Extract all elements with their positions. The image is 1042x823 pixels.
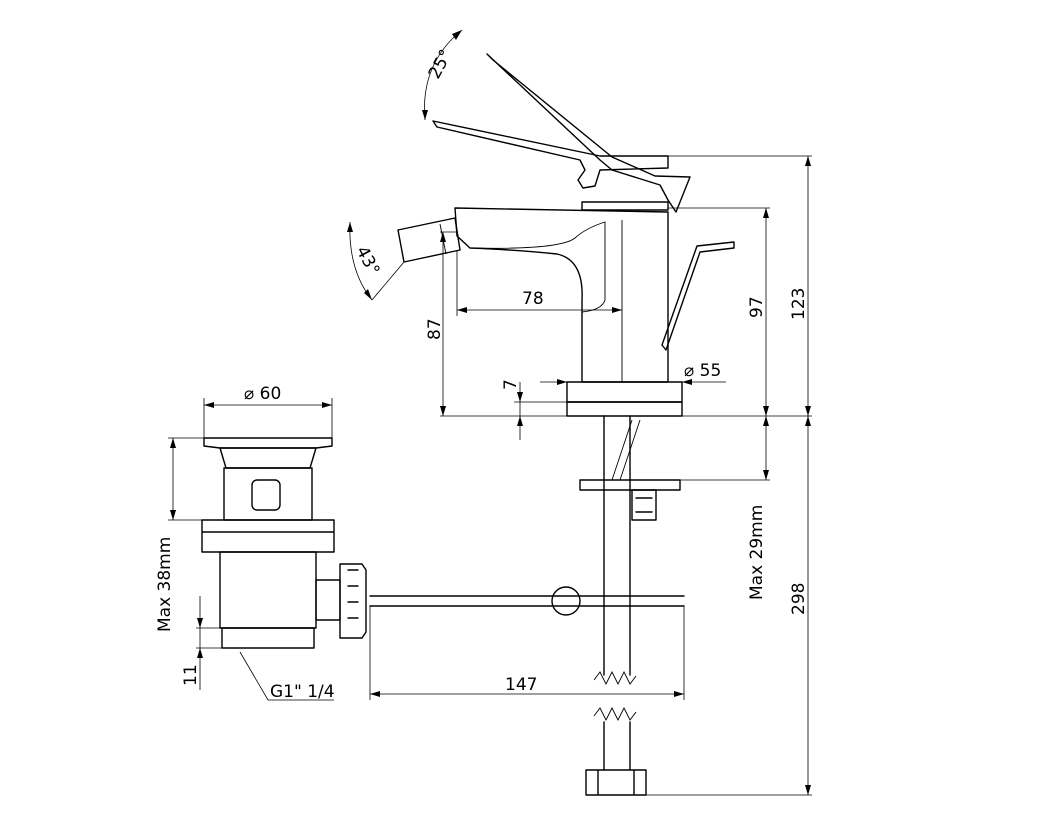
arrow-7-top	[517, 392, 523, 402]
arrow-43-bottom	[364, 289, 372, 300]
lift-rod	[661, 241, 735, 351]
break-line-bottom	[593, 706, 637, 722]
label-deck-thickness: Max 29mm	[747, 505, 767, 600]
arrow-298-top	[805, 416, 811, 426]
label-thread-length: 11	[181, 664, 201, 686]
arrow-55-right	[682, 379, 692, 385]
dimension-labels: 25° 43° 78 87 97 123 ⌀ 55 7 ⌀ 60 Max 38m…	[155, 46, 809, 702]
arrow-123-top	[805, 156, 811, 166]
arrow-29-top	[763, 416, 769, 426]
spout-curve	[469, 221, 606, 313]
arrow-38-top	[170, 438, 176, 448]
dim-ext-spout	[371, 261, 405, 301]
lever-closed	[432, 120, 669, 189]
label-body-height: 97	[747, 296, 767, 318]
waste-group	[201, 437, 367, 649]
arrow-7-bottom	[517, 416, 523, 426]
diagonal-rod	[611, 419, 641, 481]
hose-nut	[585, 769, 647, 796]
label-thread-size: G1" 1/4	[270, 682, 335, 702]
arrow-11-top	[197, 618, 203, 628]
arrow-29-bottom	[763, 470, 769, 480]
arrow-97-top	[763, 208, 769, 218]
fixing-nut	[631, 489, 657, 521]
lever-open	[486, 53, 691, 213]
base-gasket	[566, 401, 683, 417]
waste-connector-nut	[339, 563, 367, 639]
arrow-60-left	[204, 402, 214, 408]
waste-slot	[251, 479, 281, 511]
dim-arc-lever	[424, 29, 463, 121]
label-waste-diameter: ⌀ 60	[244, 384, 281, 404]
waste-connector	[315, 579, 341, 621]
spout-aerator	[397, 217, 461, 263]
arrow-147-right	[674, 691, 684, 697]
label-waste-length: Max 38mm	[155, 537, 175, 632]
arrow-25-bottom	[422, 110, 428, 120]
arrow-97-bottom	[763, 406, 769, 416]
label-base-thickness: 7	[501, 379, 521, 390]
arrow-38-bottom	[170, 510, 176, 520]
arrow-78-left	[457, 307, 467, 313]
mixer-body-group	[397, 53, 735, 417]
arrow-55-left	[557, 379, 567, 385]
label-spout-reach: 78	[522, 289, 544, 309]
arrow-60-right	[322, 402, 332, 408]
arrow-87-bottom	[440, 406, 446, 416]
arrow-123-bottom	[805, 406, 811, 416]
fixing-washer	[579, 479, 681, 491]
popup-rod-ball	[551, 586, 581, 616]
arrow-78-right	[612, 307, 622, 313]
label-rod-length: 147	[505, 675, 537, 695]
label-total-height: 123	[789, 288, 809, 320]
label-base-diameter: ⌀ 55	[684, 361, 721, 381]
dimension-lines	[168, 29, 812, 796]
waste-nut	[201, 519, 335, 553]
waste-body-lower	[219, 551, 317, 629]
label-lever-angle: 25°	[425, 46, 457, 82]
arrow-25-top	[452, 30, 462, 40]
break-line-top	[593, 670, 637, 686]
label-spout-height: 87	[425, 318, 445, 340]
arrow-298-bottom	[805, 785, 811, 795]
arrow-147-left	[370, 691, 380, 697]
arrow-11-bottom	[197, 648, 203, 658]
arrow-43-top	[347, 222, 353, 232]
underdeck-group	[369, 415, 685, 796]
cartridge-collar	[581, 201, 669, 211]
dimension-arrows	[170, 30, 811, 795]
label-spout-angle: 43°	[352, 243, 384, 279]
waste-body-upper	[223, 467, 313, 521]
mixer-body	[454, 207, 669, 383]
waste-plug	[219, 447, 317, 469]
waste-thread	[221, 627, 315, 649]
base-plate	[566, 381, 683, 403]
label-hose-length: 298	[789, 583, 809, 615]
dim-leader-thread	[239, 651, 334, 701]
arrow-87-top	[440, 232, 446, 242]
waste-flange	[203, 437, 333, 449]
